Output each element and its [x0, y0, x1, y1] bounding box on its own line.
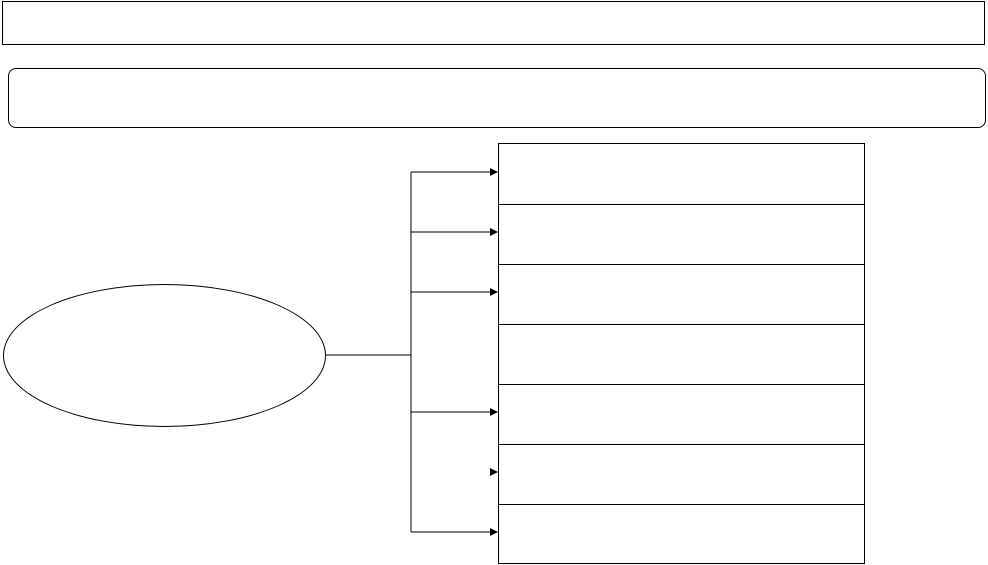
- target-box-4: [499, 324, 864, 384]
- arrowhead-7: [490, 528, 498, 536]
- arrowhead-2: [490, 228, 498, 236]
- target-stack: [498, 143, 865, 564]
- arrowhead-1: [490, 168, 498, 176]
- arrowhead-3: [490, 288, 498, 296]
- target-box-2: [499, 204, 864, 264]
- target-box-3: [499, 264, 864, 324]
- banner-box: [8, 68, 986, 128]
- source-ellipse: [3, 284, 326, 427]
- arrowhead-6: [490, 468, 498, 476]
- arrowhead-5: [490, 408, 498, 416]
- target-box-7: [499, 504, 864, 564]
- target-box-5: [499, 384, 864, 444]
- target-box-6: [499, 444, 864, 504]
- target-box-1: [499, 144, 864, 204]
- header-box: [2, 1, 985, 45]
